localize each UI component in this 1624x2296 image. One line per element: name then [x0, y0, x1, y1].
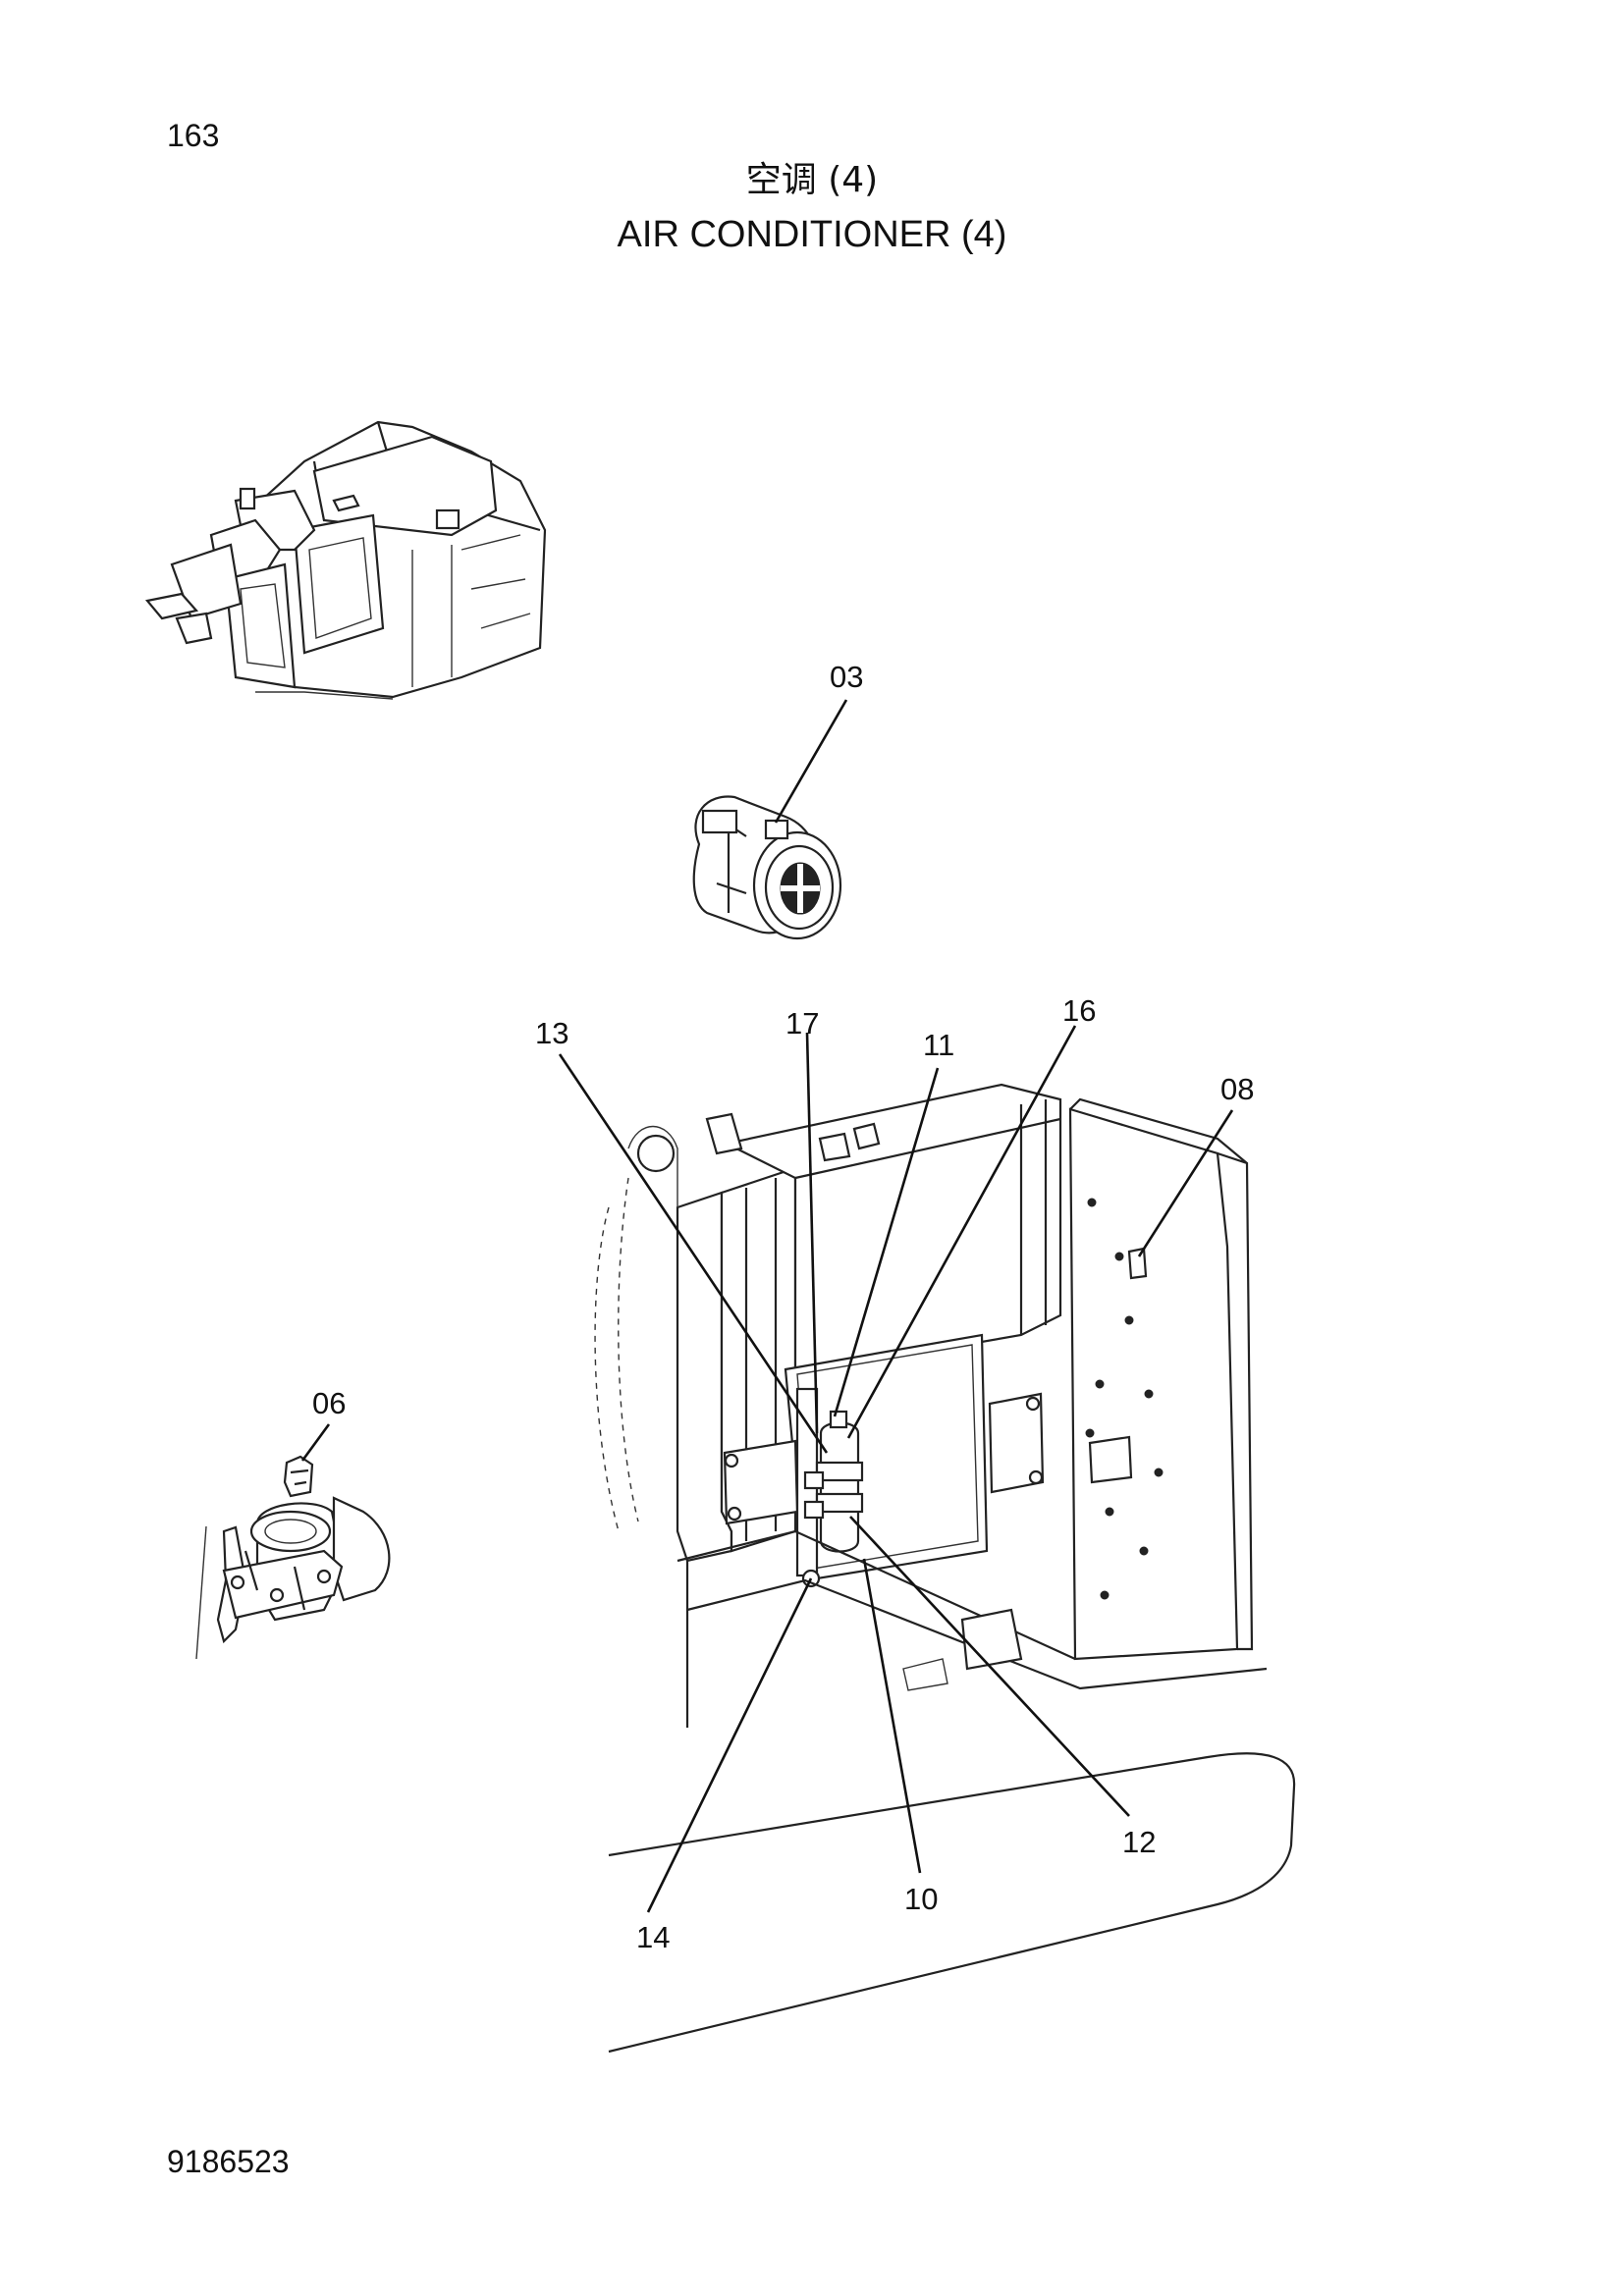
callout-03: 03 [830, 660, 863, 694]
title-english: AIR CONDITIONER (4) [617, 214, 1007, 255]
callout-08: 08 [1220, 1072, 1254, 1106]
callout-16: 16 [1062, 993, 1096, 1028]
callout-11: 11 [923, 1028, 954, 1062]
document-number: 9186523 [167, 2144, 290, 2179]
excavator-locator-illustration [144, 420, 547, 700]
callout-06: 06 [312, 1386, 346, 1420]
callout-13: 13 [535, 1016, 568, 1050]
title-chinese: 空调 (4) [745, 160, 879, 200]
callout-10: 10 [904, 1882, 938, 1916]
callout-17: 17 [785, 1006, 819, 1041]
bracket-assembly-illustration [195, 1455, 391, 1660]
main-frame-illustration [594, 1083, 1296, 2054]
compressor-illustration [692, 795, 842, 940]
callout-labels: 03 06 08 10 11 12 13 14 16 17 [312, 660, 1254, 1954]
callout-14: 14 [636, 1920, 670, 1954]
callout-12: 12 [1122, 1825, 1156, 1859]
page-number: 163 [167, 118, 220, 153]
leader-lines [300, 699, 1234, 1913]
